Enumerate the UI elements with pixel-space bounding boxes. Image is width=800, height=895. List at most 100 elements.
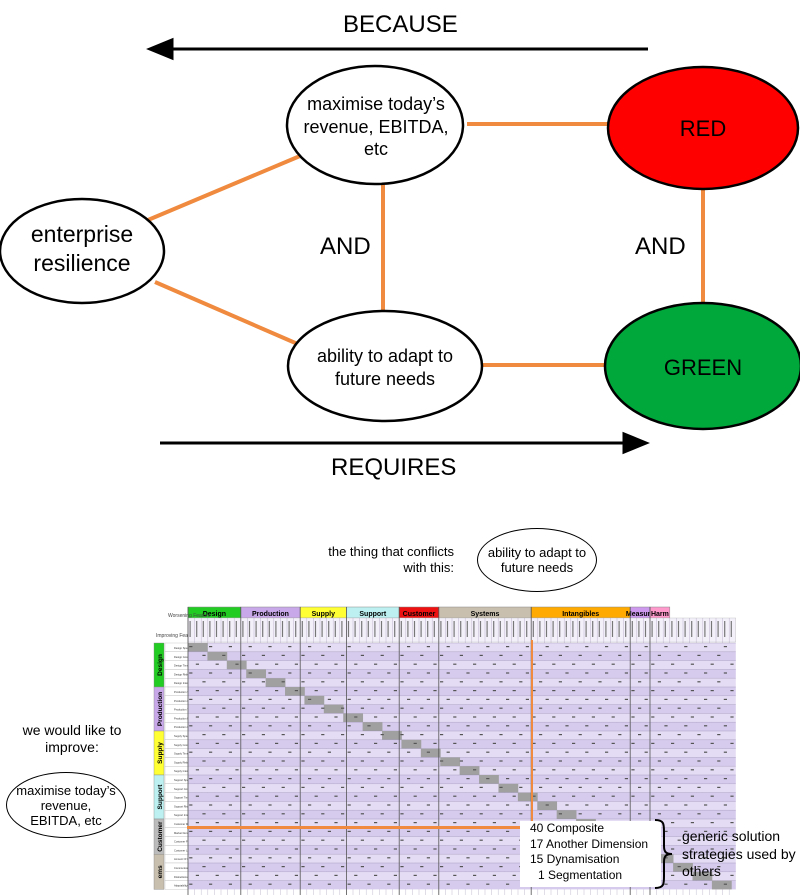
cell-value [717,813,721,815]
cell-value [519,734,523,736]
row-label: Support Interfaces [174,813,196,817]
cell-value [525,646,529,648]
row-group-header [153,853,165,890]
cell-value [704,804,708,806]
because-arrow-head [146,37,174,61]
cell-value [255,822,259,824]
cell-value [684,725,688,727]
cell-value [525,698,529,700]
cell-value [492,822,496,824]
cell-value [360,866,364,868]
cell-value [393,742,397,744]
cell-value [697,839,701,841]
cell-value [684,646,688,648]
cell-value [275,795,279,797]
cell-value [387,830,391,832]
diagonal-cell [498,783,519,793]
diagonal-cell [556,810,577,819]
cell-value [618,681,622,683]
column-header-text [499,621,501,637]
cell-value [486,830,490,832]
conflict-caption: the thing that conflicts with this: [328,544,454,575]
cell-value [697,707,701,709]
cell-value [374,848,378,850]
cell-value [605,778,609,780]
cell-value [327,804,331,806]
cell-value [585,804,589,806]
row-label: Distractions [174,875,188,879]
cell-value [407,725,411,727]
column-header-text [202,621,204,637]
cell-value [235,848,239,850]
cell-value [512,690,516,692]
cell-value [209,778,213,780]
cell-value [189,778,193,780]
column-header-text [697,621,699,637]
diagonal-cell [323,704,344,714]
cell-value [473,848,477,850]
cell-value [189,672,193,674]
cell-value [380,866,384,868]
column-header-text [374,621,376,637]
cell-value [360,760,364,762]
cell-value [506,804,510,806]
column-header-text [691,621,693,637]
cell-value [288,883,292,885]
cell-value [618,654,622,656]
matrix-row [188,819,736,828]
cell-value [578,707,582,709]
column-group-label: Customer [403,611,436,618]
matrix-row [188,660,736,670]
cell-value [294,848,298,850]
cell-value [486,778,490,780]
cell-value [605,672,609,674]
cell-value [248,778,252,780]
cell-value [347,725,351,727]
cell-value [459,813,463,815]
cell-value [690,822,694,824]
cell-value [400,760,404,762]
column-header-text [394,621,396,637]
cell-value [407,857,411,859]
cell-value [327,857,331,859]
column-header-text [565,621,567,637]
matrix-row [188,687,736,696]
cell-value [519,786,523,788]
highlight-column [531,640,533,827]
cell-value [585,698,589,700]
cell-value [209,698,213,700]
cell-value [710,848,714,850]
column-header-text [209,621,211,637]
cell-value [446,804,450,806]
cell-value [268,725,272,727]
cell-value [473,874,477,876]
cell-value [512,769,516,771]
cell-value [288,804,292,806]
cell-value [222,786,226,788]
cell-value [235,795,239,797]
cell-value [380,786,384,788]
matrix-row [188,801,736,811]
cell-value [294,822,298,824]
cell-value [209,883,213,885]
column-group-label: Measure [626,611,655,618]
column-header-text [255,621,257,637]
cell-value [506,751,510,753]
requires-label: REQUIRES [331,454,457,481]
cell-value [506,698,510,700]
cell-value [209,646,213,648]
cell-value [281,707,285,709]
column-group-label: Support [359,611,386,618]
cell-value [294,874,298,876]
cell-value [684,830,688,832]
matrix-row [188,880,736,890]
cell-value [420,734,424,736]
cell-value [400,681,404,683]
cell-value [717,866,721,868]
cell-value [327,698,331,700]
cell-value [552,742,556,744]
column-header-text [308,621,310,637]
cell-value [459,760,463,762]
cell-value [202,786,206,788]
cell-value [697,654,701,656]
